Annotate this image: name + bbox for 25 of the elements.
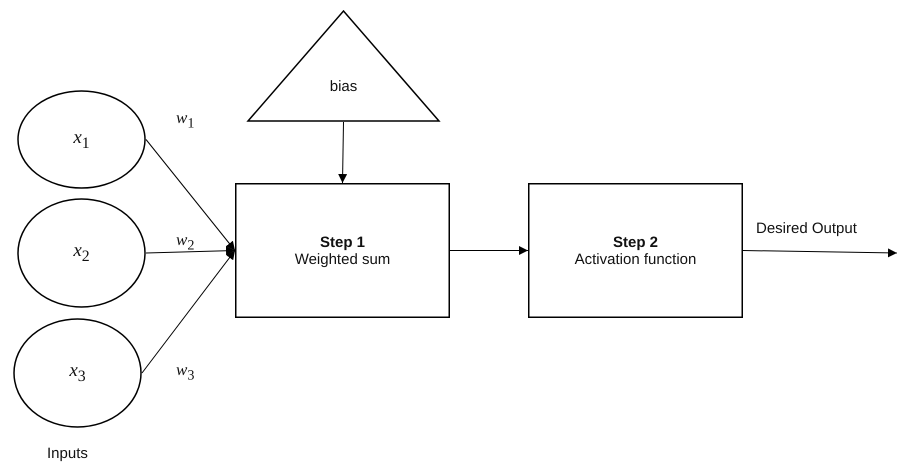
arrow [742,248,898,258]
edge-label: w$_{2}$ [176,230,194,254]
group-label: Inputs [47,445,88,462]
process-box [528,183,743,318]
arrow [142,250,236,374]
arrow [146,139,236,251]
variable-label: x$_{2}$ [73,240,90,266]
bias-triangle [247,10,440,122]
input-ellipse [13,318,142,428]
node-text: Activation function [574,250,696,268]
step-heading: Step 1 [320,234,365,250]
arrow [146,246,236,256]
edge-label: w$_{1}$ [176,108,194,132]
node-text: Weighted sum [294,250,390,268]
input-ellipse [17,198,146,308]
node-text: bias [330,78,358,94]
edge-label: w$_{3}$ [176,360,194,384]
step-heading: Step 2 [612,234,658,250]
arrow [338,122,348,184]
variable-label: x$_{1}$ [73,126,90,152]
arrow [450,246,528,255]
variable-label: x$_{3}$ [69,360,86,386]
process-box [235,183,450,318]
input-ellipse [17,90,146,189]
edge-label: Desired Output [756,220,857,237]
